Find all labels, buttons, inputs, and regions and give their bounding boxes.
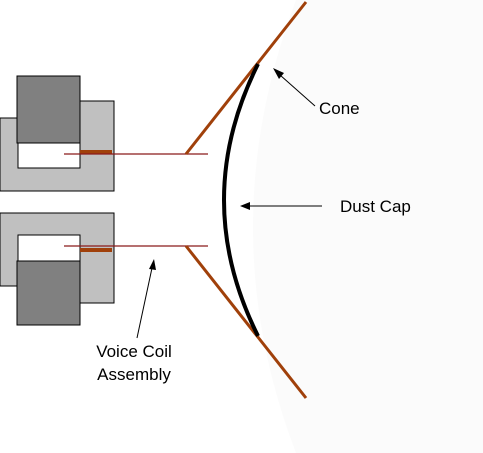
dust-cap-leader [240, 202, 322, 210]
dust-cap-arrowhead [240, 202, 250, 210]
dust-cap-label: Dust Cap [340, 197, 411, 216]
voice-coil-label-line1: Voice Coil [96, 342, 172, 361]
cone-arrowhead [273, 68, 284, 79]
voice-coil-leader [136, 259, 156, 339]
speaker-surround [253, 0, 483, 453]
upper-cone-line [184, 1, 308, 155]
dust-cap [222, 63, 260, 337]
upper-coil-winding [80, 150, 112, 154]
upper-magnet [16, 75, 81, 144]
cone-leader [273, 68, 316, 107]
lower-magnet-assembly [0, 212, 115, 326]
lower-coil-winding [80, 248, 112, 252]
voice-coil-arrowhead [149, 259, 156, 270]
lower-magnet [16, 260, 81, 326]
cone-label: Cone [319, 99, 360, 118]
voice-coil-label-line2: Assembly [97, 365, 171, 384]
upper-magnet-assembly [0, 75, 115, 192]
lower-cone-line [184, 245, 308, 399]
